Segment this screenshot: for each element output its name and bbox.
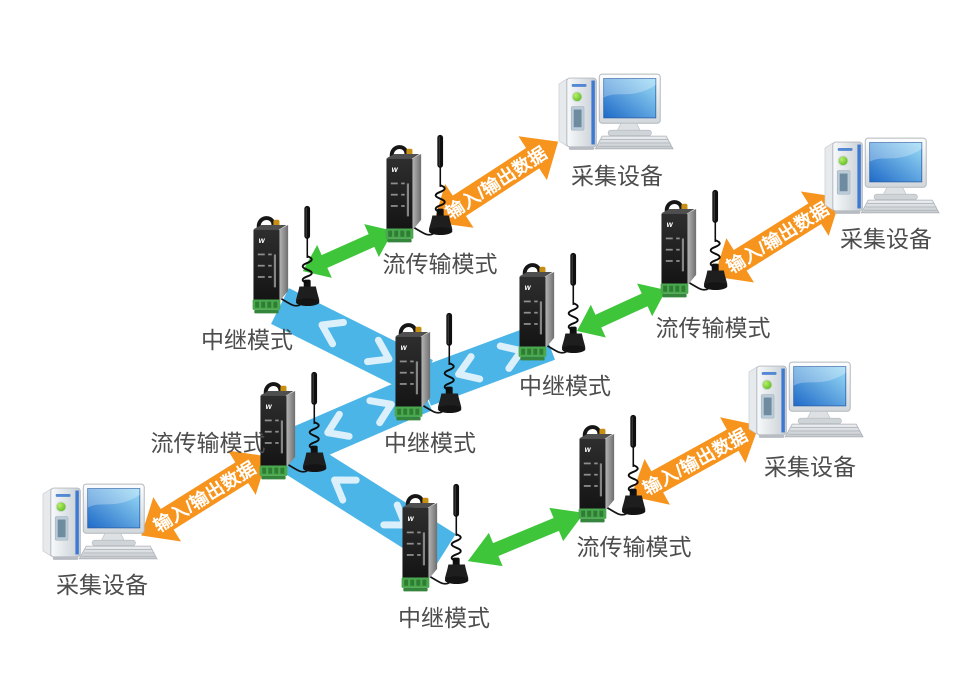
device-mode-label: 流传输模式 [382,251,498,277]
device-mode-label: 流传输模式 [150,430,266,456]
collector-computer-icon [748,361,864,439]
double-arrow-icon [433,136,559,228]
collector-computer-icon [558,73,674,151]
double-arrow-icon [141,450,268,542]
radio-module-stream-icon [383,133,455,245]
radio-module-relay-icon [250,204,322,316]
radio-module-relay-icon [516,251,588,363]
device-mode-label: 流传输模式 [576,534,692,560]
io-data-arrow: 输入/输出数据 [125,432,284,561]
device-mode-label: 中继模式 [384,430,476,456]
io-data-arrow: 输入/输出数据 [616,400,774,522]
radio-module-stream-icon [658,188,730,300]
collector-computer-icon [42,483,158,561]
collector-label: 采集设备 [840,226,932,252]
collector-label: 采集设备 [764,454,856,480]
device-mode-label: 中继模式 [201,327,293,353]
io-data-arrow: 输入/输出数据 [417,117,575,247]
device-mode-label: 中继模式 [398,605,490,631]
collector-label: 采集设备 [56,572,148,598]
collector-label: 采集设备 [571,163,663,189]
double-arrow-icon [631,417,759,505]
device-mode-label: 中继模式 [519,373,611,399]
radio-module-relay-icon [392,311,464,423]
collector-computer-icon [824,137,940,215]
double-arrow-icon [714,191,841,283]
radio-module-stream-icon [576,413,648,525]
io-data-arrow: 输入/输出数据 [698,173,857,302]
radio-module-relay-icon [399,482,471,594]
device-mode-label: 流传输模式 [655,315,771,341]
